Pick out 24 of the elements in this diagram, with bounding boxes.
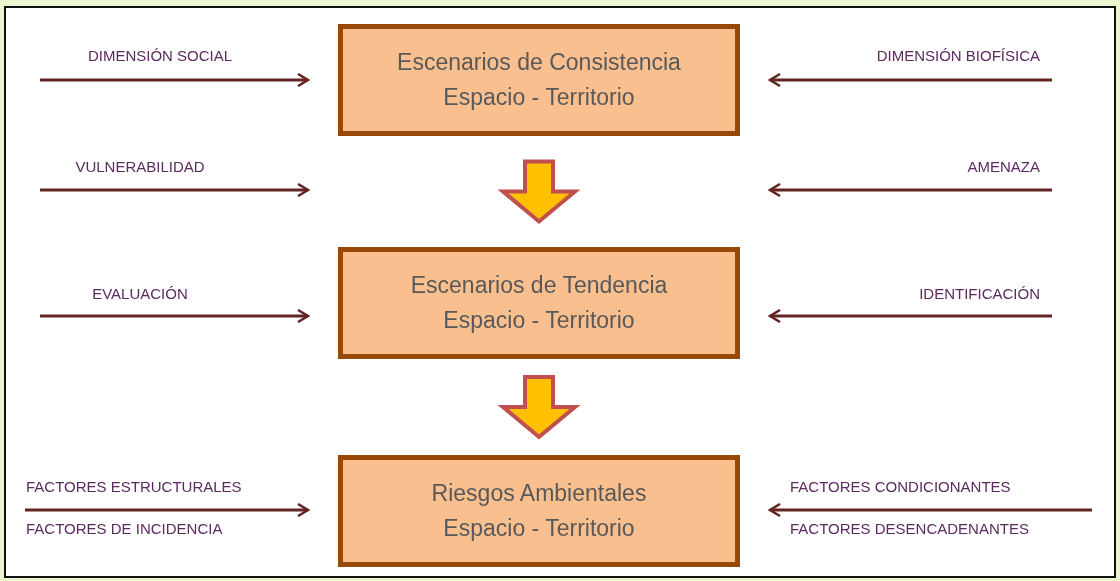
process-box bbox=[338, 247, 740, 359]
arrow bbox=[768, 308, 1052, 324]
edge-label: DIMENSIÓN BIOFÍSICA bbox=[875, 46, 1040, 66]
process-box bbox=[338, 455, 740, 567]
arrow bbox=[40, 308, 310, 324]
box-title: Riesgos Ambientales Espacio - Territorio bbox=[430, 479, 648, 543]
arrow-label: FACTORES DESENCADENANTES bbox=[790, 519, 1030, 539]
arrow bbox=[768, 502, 1092, 518]
block-arrow bbox=[497, 159, 581, 225]
arrow-label: FACTORES DE INCIDENCIA bbox=[26, 519, 224, 539]
edge-label: EVALUACIÓN bbox=[91, 284, 189, 304]
box-title: Escenarios de Tendencia Espacio - Territorio bbox=[409, 271, 669, 335]
arrow bbox=[25, 502, 310, 518]
arrow-label: AMENAZA bbox=[966, 157, 1040, 177]
box-title: Escenarios de Consistencia Espacio - Territorio bbox=[396, 48, 682, 112]
arrow bbox=[768, 72, 1052, 88]
edge-label: FACTORES ESTRUCTURALES bbox=[26, 477, 243, 497]
arrow-label: VULNERABILIDAD bbox=[74, 157, 206, 177]
block-arrow bbox=[497, 375, 581, 440]
edge-label: FACTORES CONDICIONANTES bbox=[790, 477, 1012, 497]
process-box bbox=[338, 24, 740, 136]
edge-label: DIMENSIÓN SOCIAL bbox=[86, 46, 234, 66]
arrow bbox=[40, 72, 310, 88]
edge-label: IDENTIFICACIÓN bbox=[918, 284, 1040, 304]
